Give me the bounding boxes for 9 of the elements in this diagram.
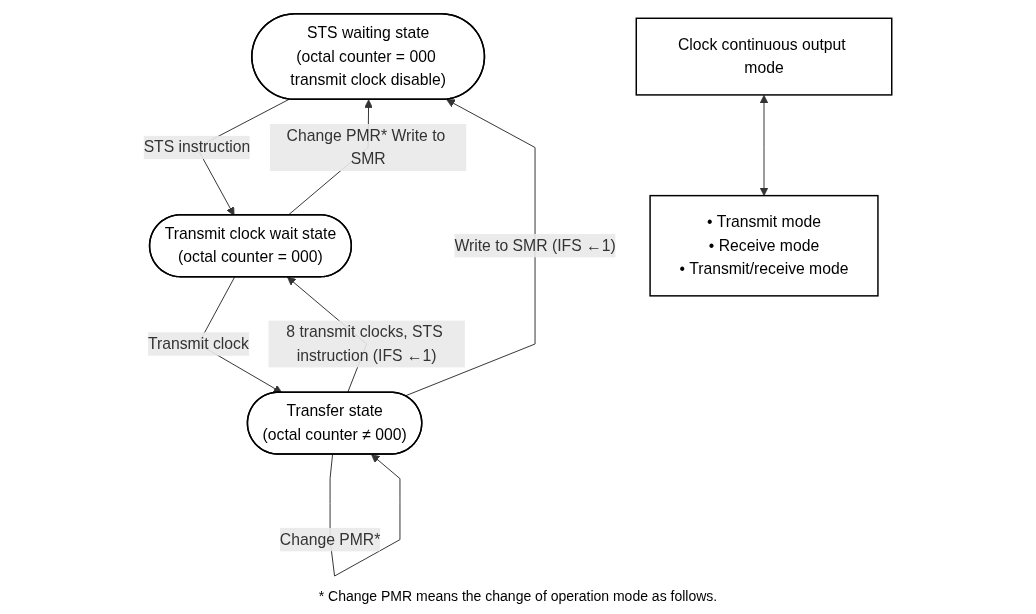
node-box: • Transmit mode • Receive mode • Transmit/receive mode [649,194,879,297]
edge-label: Change PMR* Write to SMR [286,126,446,168]
edge-label: 8 transmit clocks, STS instruction (IFS ←1) [286,323,443,364]
edge-label: Transmit clock [148,335,250,352]
edge-label: Write to SMR (IFS ←1) [454,236,617,254]
edge-label: Change PMR* [280,530,381,548]
edge-label: STS instruction [143,138,251,156]
node-box: Clock continuous output mode [635,17,893,96]
footnote-text: * Change PMR means the change of operation mode as follows. [318,588,718,604]
